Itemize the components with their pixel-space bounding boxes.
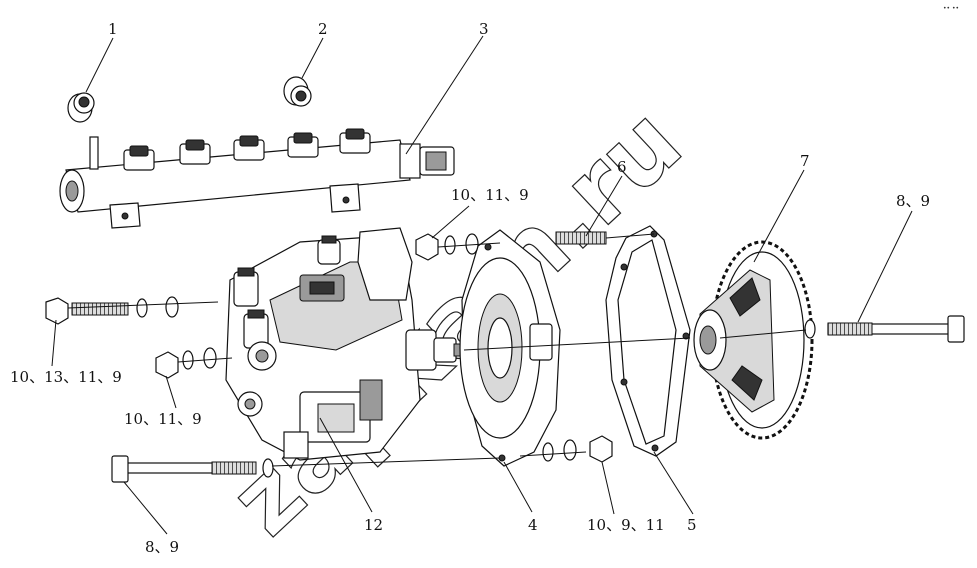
nut-washer-set-bottom <box>542 435 613 463</box>
callout-4: 4 <box>528 516 538 534</box>
corner-mark: •• •• <box>943 5 959 12</box>
callout-7: 7 <box>800 152 810 170</box>
callout-10-11-9-left: 10、11、9 <box>124 410 202 428</box>
callout-2: 2 <box>318 20 328 38</box>
callout-10-9-11: 10、9、11 <box>587 516 665 534</box>
part-6-stud <box>555 231 607 245</box>
part-12-pump <box>225 227 465 461</box>
part-3-fuel-rail <box>59 128 455 229</box>
callout-6: 6 <box>617 158 627 176</box>
assembly-lines <box>67 233 807 467</box>
callout-12: 12 <box>364 516 383 534</box>
callout-5: 5 <box>687 516 697 534</box>
callout-10-11-9-top: 10、11、9 <box>451 186 529 204</box>
nut-washer-set-top <box>415 233 479 261</box>
callout-1: 1 <box>108 20 118 38</box>
part-1-plug <box>67 92 95 123</box>
leader-lines <box>51 35 913 535</box>
part-7-drive-gear <box>693 240 814 440</box>
callout-8-9-right: 8、9 <box>896 192 930 210</box>
callout-3: 3 <box>479 20 489 38</box>
part-2-plug <box>283 76 312 107</box>
nut-washer-set-left <box>155 347 217 379</box>
left-stud <box>45 296 179 325</box>
left-bottom-bolt <box>111 455 274 483</box>
right-bolt <box>804 315 965 343</box>
part-5-gasket <box>605 225 691 457</box>
callout-10-13-11-9: 10、13、11、9 <box>10 368 122 386</box>
callout-8-9-left: 8、9 <box>145 538 179 556</box>
